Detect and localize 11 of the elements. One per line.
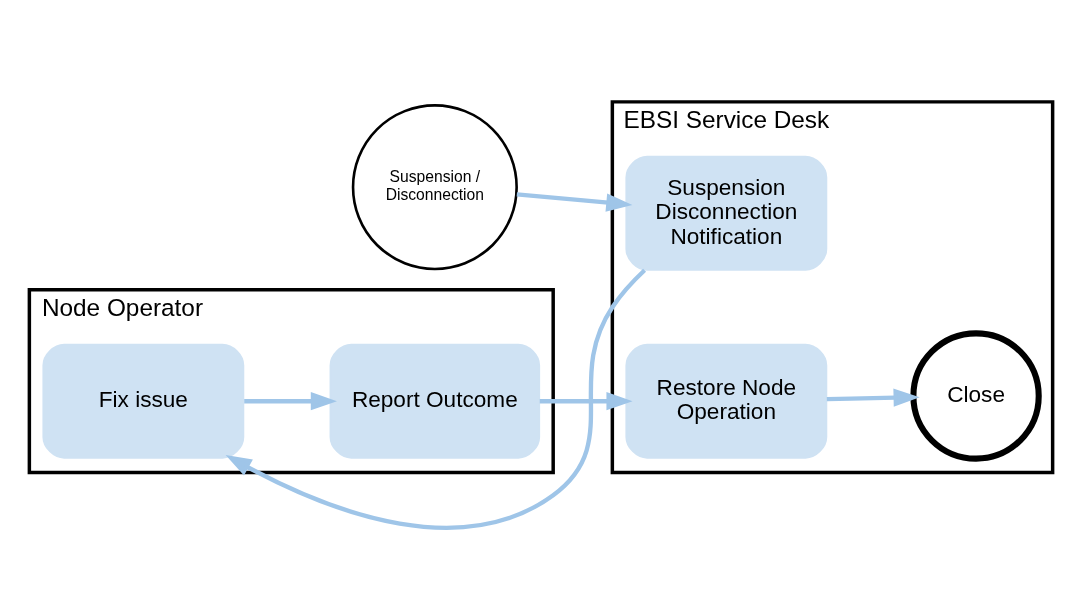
arrow	[225, 268, 647, 530]
node-box: Fix issue	[42, 343, 245, 459]
node-box: Restore Node Operation	[625, 343, 828, 459]
node-box: Suspension Disconnection Notification	[625, 155, 828, 271]
node-circle: Close	[910, 329, 1042, 462]
arrow	[516, 191, 633, 212]
arrow	[539, 391, 633, 410]
arrow	[826, 388, 920, 407]
node-circle: Suspension / Disconnection	[351, 103, 518, 270]
node-box: Report Outcome	[329, 343, 541, 459]
arrow	[244, 391, 337, 410]
